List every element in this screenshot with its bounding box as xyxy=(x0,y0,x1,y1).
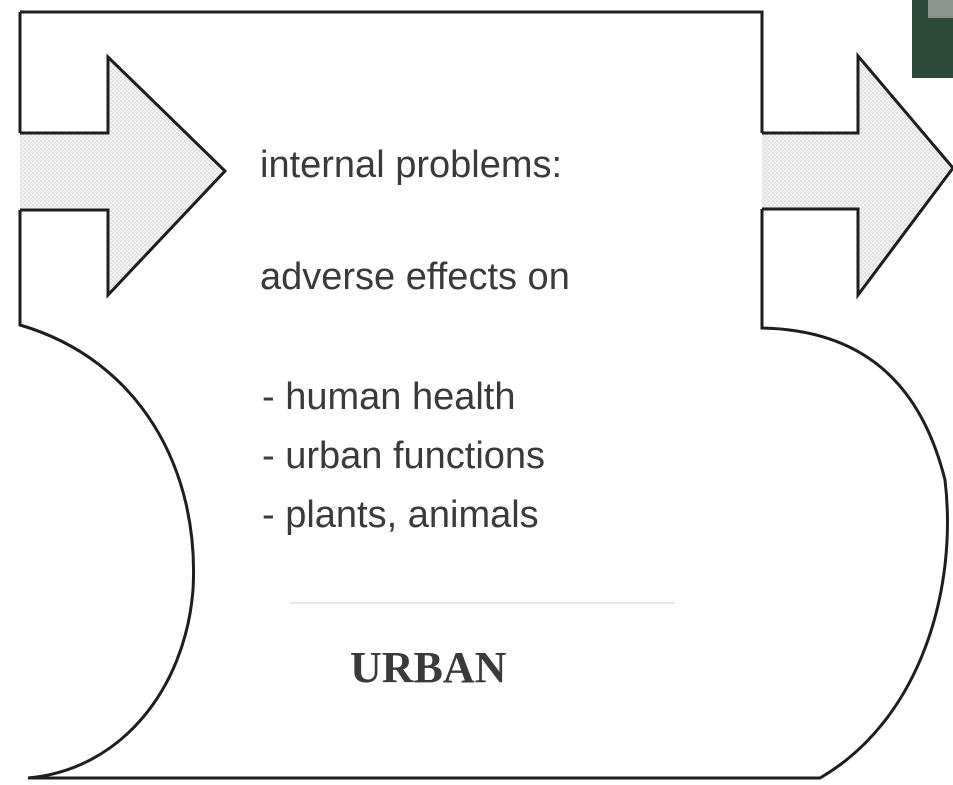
incoming-arrow xyxy=(20,53,228,299)
corner-photo-fragment xyxy=(912,0,953,78)
effect-item-plants-animals: - plants, animals xyxy=(262,494,539,536)
corner-photo-highlight xyxy=(928,0,953,18)
effect-item-urban-functions: - urban functions xyxy=(262,435,546,477)
outgoing-arrow xyxy=(762,51,953,300)
section-title-urban: URBAN xyxy=(350,643,507,692)
diagram-subheading: adverse effects on xyxy=(260,256,570,298)
effect-item-human-health: - human health xyxy=(262,376,516,418)
effects-list: - human health - urban functions - plant… xyxy=(262,368,545,545)
diagram-heading: internal problems: xyxy=(260,144,563,186)
urban-box-outline xyxy=(18,10,949,780)
